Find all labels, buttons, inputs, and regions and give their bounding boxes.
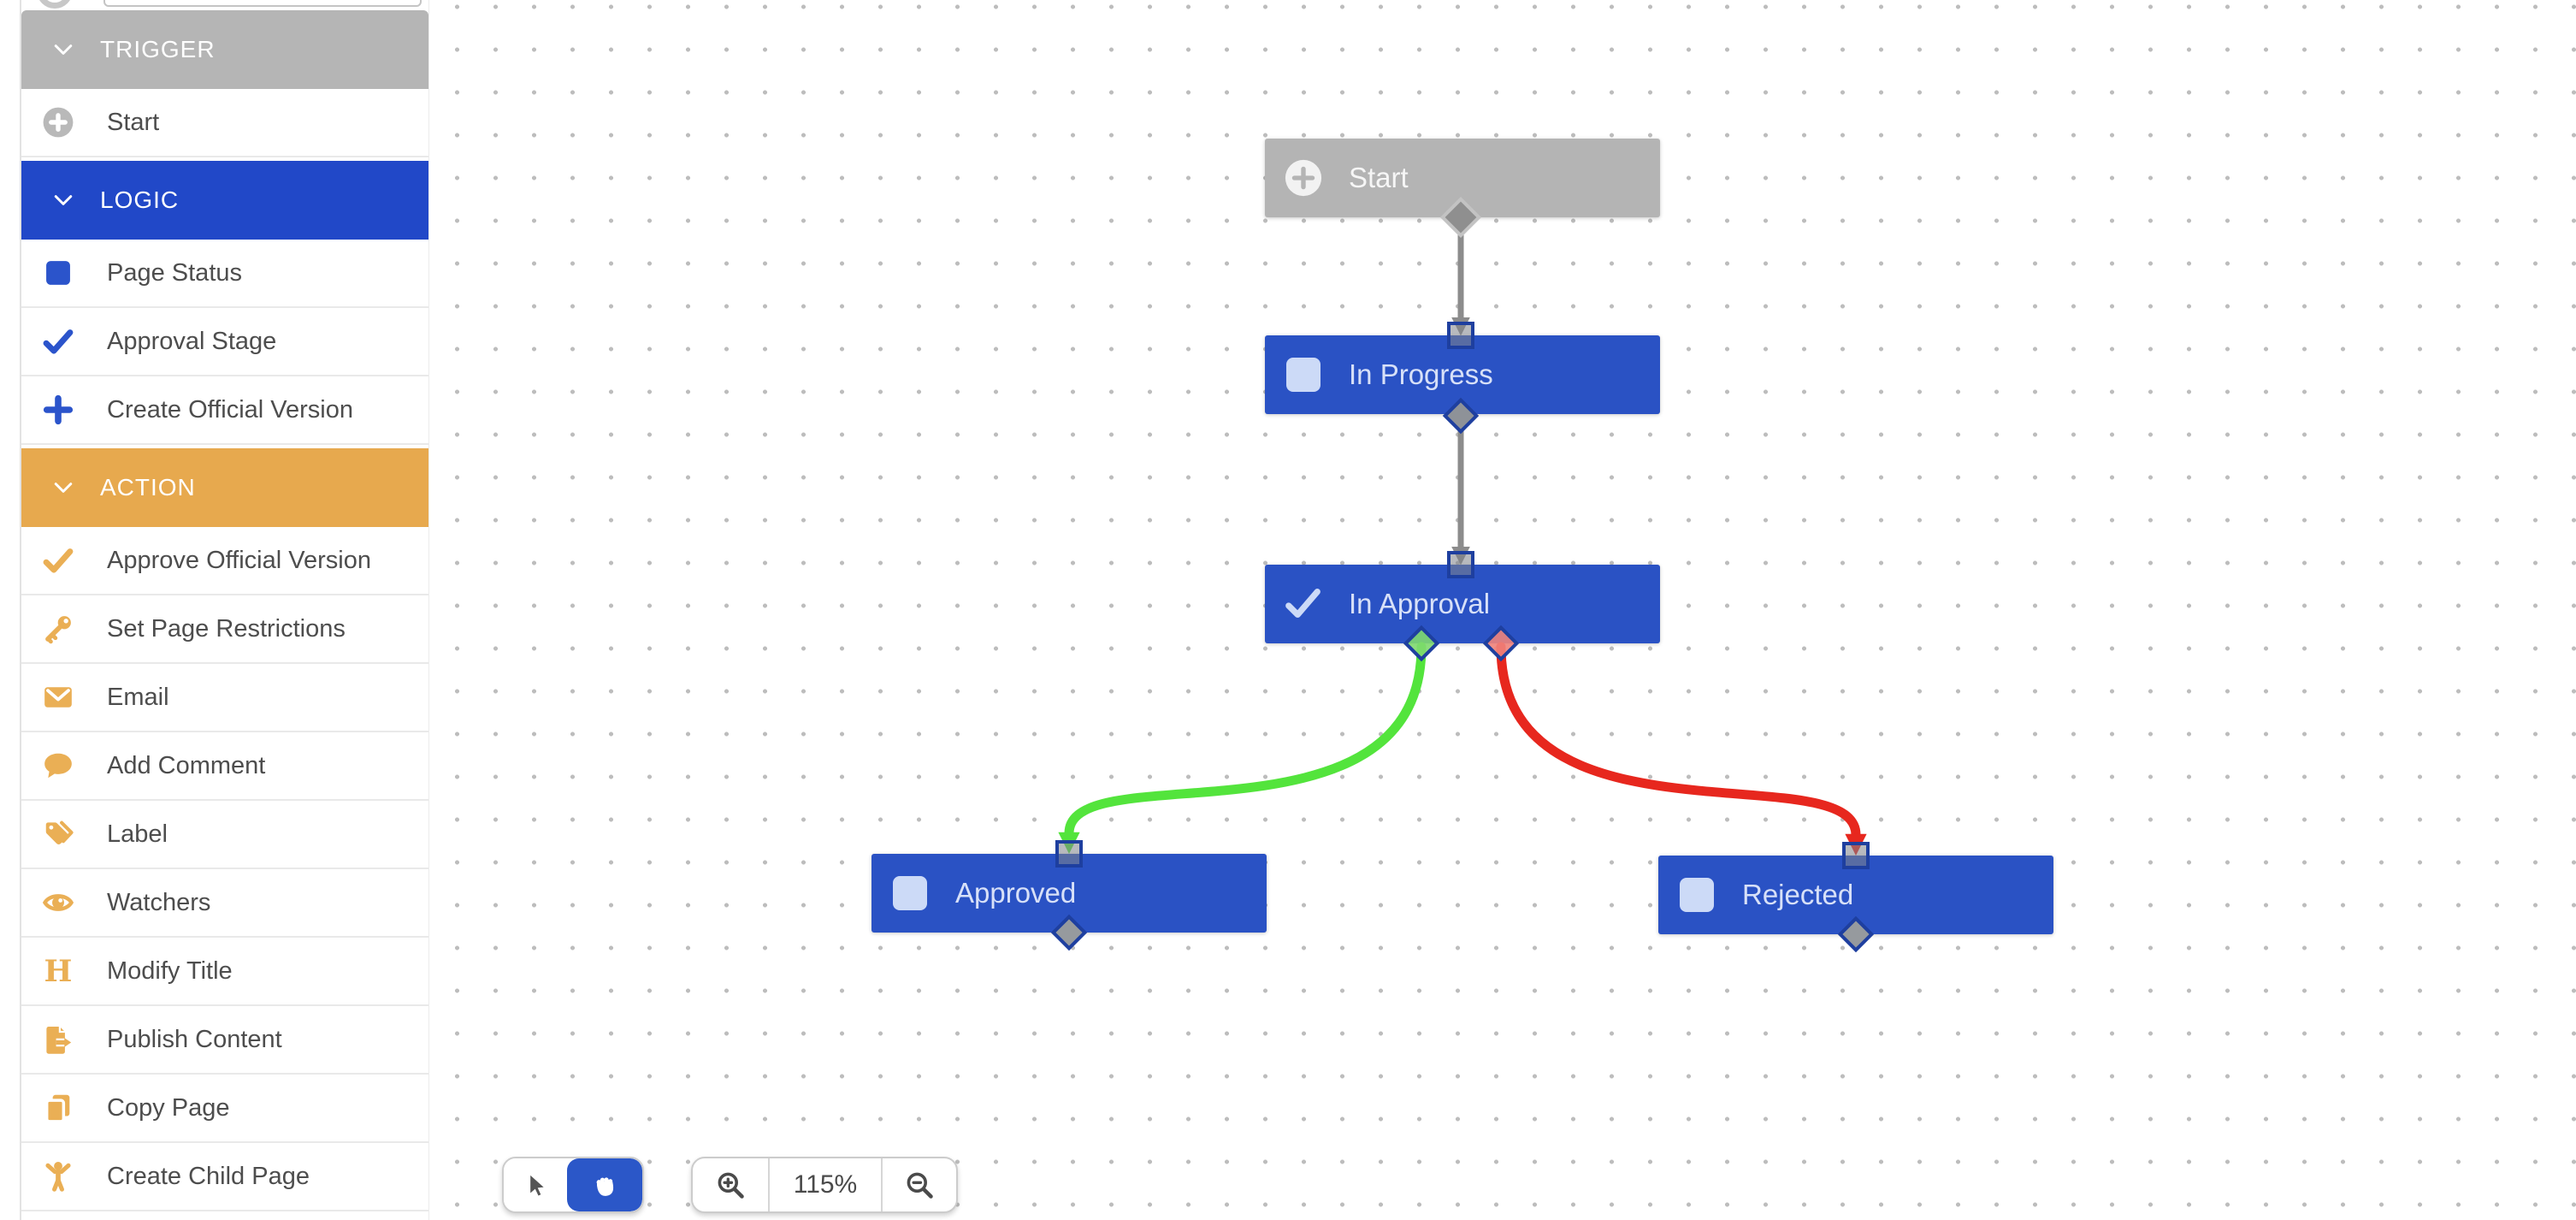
node-in-approval[interactable]: In Approval <box>1265 565 1660 643</box>
hand-icon <box>596 1177 614 1196</box>
palette-item-publish-content[interactable]: Publish Content <box>21 1006 428 1075</box>
palette-sidebar: TRIGGER Start LOGIC Pag <box>0 0 429 1220</box>
node-label: Start <box>1349 162 1409 193</box>
zoom-in-icon <box>718 1172 744 1199</box>
square-icon <box>1284 355 1323 394</box>
node-label: In Progress <box>1349 358 1493 390</box>
clipped-palette-row <box>21 1211 428 1220</box>
check-icon <box>42 544 74 577</box>
section-label: TRIGGER <box>100 36 216 62</box>
palette-item-set-page-restrictions[interactable]: Set Page Restrictions <box>21 595 428 664</box>
clipped-input-box[interactable] <box>103 0 422 7</box>
palette-item-label: Copy Page <box>107 1093 230 1122</box>
node-in-progress[interactable]: In Progress <box>1265 335 1660 414</box>
check-icon <box>1284 584 1323 624</box>
palette-item-label: Watchers <box>107 888 211 916</box>
palette-item-create-child-page[interactable]: Create Child Page <box>21 1143 428 1211</box>
palette-item-page-status[interactable]: Page Status <box>21 240 428 308</box>
chevron-down-icon <box>54 44 73 55</box>
zoom-in-button[interactable] <box>693 1158 768 1211</box>
envelope-icon <box>42 681 74 714</box>
square-icon <box>42 257 74 289</box>
palette-item-approve-official-version[interactable]: Approve Official Version <box>21 527 428 595</box>
palette-item-label: Page Status <box>107 258 242 287</box>
palette-item-add-comment[interactable]: Add Comment <box>21 732 428 801</box>
pan-tool-button[interactable] <box>567 1158 642 1211</box>
eye-icon <box>42 886 74 919</box>
child-icon <box>42 1160 74 1193</box>
palette-item-label: Start <box>107 108 160 136</box>
node-label: In Approval <box>1349 588 1491 619</box>
palette-item-label: Email <box>107 683 169 711</box>
node-approved[interactable]: Approved <box>871 854 1267 933</box>
palette-item-watchers[interactable]: Watchers <box>21 869 428 938</box>
zoom-out-button[interactable] <box>881 1158 956 1211</box>
chevron-down-icon <box>54 195 73 205</box>
palette-item-modify-title[interactable]: H Modify Title <box>21 938 428 1006</box>
check-icon <box>42 325 74 358</box>
chevron-down-icon <box>54 483 73 493</box>
zoom-level-display[interactable]: 115% <box>768 1158 881 1211</box>
palette-item-label: Approval Stage <box>107 327 277 355</box>
section-header-logic[interactable]: LOGIC <box>21 161 428 240</box>
comment-icon <box>42 749 74 782</box>
section-label: ACTION <box>100 474 196 500</box>
clipped-item-icon <box>37 0 73 9</box>
palette-item-label: Set Page Restrictions <box>107 614 346 643</box>
publish-icon <box>42 1023 74 1056</box>
palette-item-label: Approve Official Version <box>107 546 371 574</box>
key-icon <box>42 613 74 645</box>
plus-icon <box>42 394 74 426</box>
circle-plus-icon <box>1284 158 1323 198</box>
heading-icon: H <box>42 955 74 987</box>
section-header-trigger[interactable]: TRIGGER <box>21 10 428 89</box>
select-tool-button[interactable] <box>504 1158 567 1211</box>
section-header-action[interactable]: ACTION <box>21 448 428 527</box>
cursor-icon <box>529 1173 547 1198</box>
zoom-tool-group: 115% <box>691 1157 958 1213</box>
palette-item-email[interactable]: Email <box>21 664 428 732</box>
svg-text:H: H <box>44 955 73 987</box>
square-icon <box>890 874 930 913</box>
palette-item-label: Label <box>107 820 168 848</box>
node-label: Rejected <box>1742 879 1854 910</box>
palette-item-copy-page[interactable]: Copy Page <box>21 1075 428 1143</box>
copy-icon <box>42 1092 74 1124</box>
node-rejected[interactable]: Rejected <box>1658 856 2053 934</box>
palette-item-label: Create Child Page <box>107 1162 310 1190</box>
pointer-tool-group <box>502 1157 644 1213</box>
tag-icon <box>42 818 74 850</box>
palette-item-create-official-version[interactable]: Create Official Version <box>21 376 428 445</box>
palette-item-label[interactable]: Label <box>21 801 428 869</box>
palette-item-label: Publish Content <box>107 1025 282 1053</box>
circle-plus-icon <box>42 106 74 139</box>
node-start[interactable]: Start <box>1265 139 1660 217</box>
palette-item-label: Add Comment <box>107 751 266 779</box>
palette-item-start[interactable]: Start <box>21 89 428 157</box>
node-label: Approved <box>955 877 1077 909</box>
palette-item-label: Create Official Version <box>107 395 353 423</box>
square-icon <box>1677 875 1716 915</box>
palette-item-label: Modify Title <box>107 956 233 985</box>
palette-item-approval-stage[interactable]: Approval Stage <box>21 308 428 376</box>
palette-list: TRIGGER Start LOGIC Pag <box>20 0 428 1220</box>
zoom-out-icon <box>907 1172 933 1199</box>
section-label: LOGIC <box>100 187 180 213</box>
